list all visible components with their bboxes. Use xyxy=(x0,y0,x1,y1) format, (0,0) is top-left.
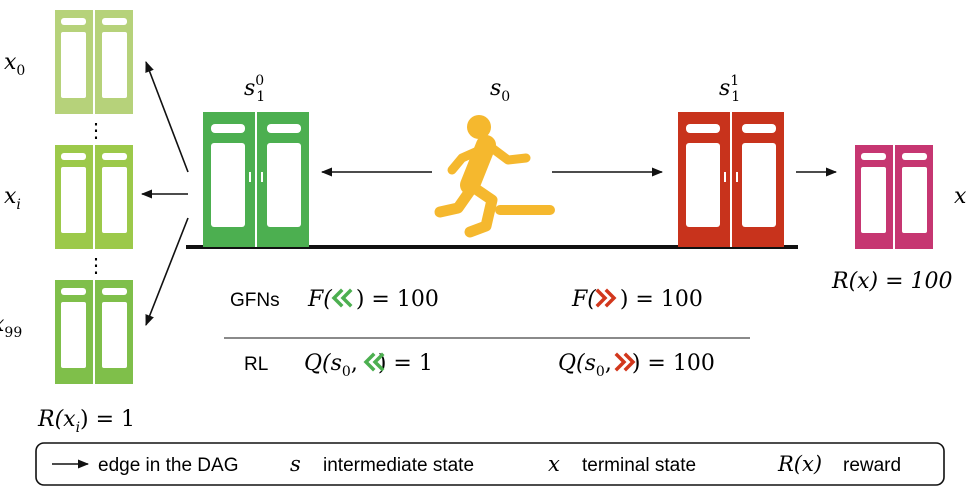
terminal-door-xi xyxy=(55,145,133,249)
terminal-door-x-right xyxy=(855,145,933,249)
chevron-left-green-icon xyxy=(331,288,353,308)
legend-r-symbol: R(x) xyxy=(777,452,822,476)
terminal-label-x99: x99 xyxy=(0,312,22,341)
legend-s-text: intermediate state xyxy=(323,455,474,476)
gfn-row-label: GFNs xyxy=(230,290,280,311)
rl-row-label: RL xyxy=(244,354,268,375)
gfn-right-flow: F() = 100 xyxy=(571,287,703,312)
edge-to-x99 xyxy=(145,217,189,327)
legend-x-text: terminal state xyxy=(582,455,696,476)
terminal-label-x-right: x xyxy=(954,184,966,209)
legend-r-text: reward xyxy=(843,455,901,476)
gfn-left-flow: F() = 100 xyxy=(307,287,439,312)
right-reward: R(x) = 100 xyxy=(831,269,953,294)
legend-edge-text: edge in the DAG xyxy=(98,455,238,476)
left-reward: R(xi) = 1 xyxy=(37,407,135,436)
rl-right-q: Q(s0,) = 100 xyxy=(558,351,715,380)
terminal-label-xi: xi xyxy=(4,184,21,213)
vertical-dots-top: ⋮ xyxy=(86,118,106,142)
state-label-s0: s0 xyxy=(490,76,510,105)
runner-icon xyxy=(434,115,555,238)
state-door-s1-0 xyxy=(203,112,309,247)
legend-s-symbol: s xyxy=(290,452,301,476)
chevron-right-red-icon xyxy=(595,288,617,308)
legend-box xyxy=(35,442,945,486)
rl-left-q: Q(s0,) = 1 xyxy=(304,351,433,380)
chevron-right-red-icon xyxy=(614,352,636,372)
state-door-s1-1 xyxy=(678,112,784,247)
terminal-label-x0: x0 xyxy=(4,50,25,79)
chevron-left-green-icon xyxy=(363,352,385,372)
vertical-dots-bottom: ⋮ xyxy=(86,253,106,277)
edge-to-x0 xyxy=(145,60,189,173)
terminal-door-x99 xyxy=(55,280,133,384)
terminal-door-x0 xyxy=(55,10,133,114)
legend-x-symbol: x xyxy=(548,452,560,476)
